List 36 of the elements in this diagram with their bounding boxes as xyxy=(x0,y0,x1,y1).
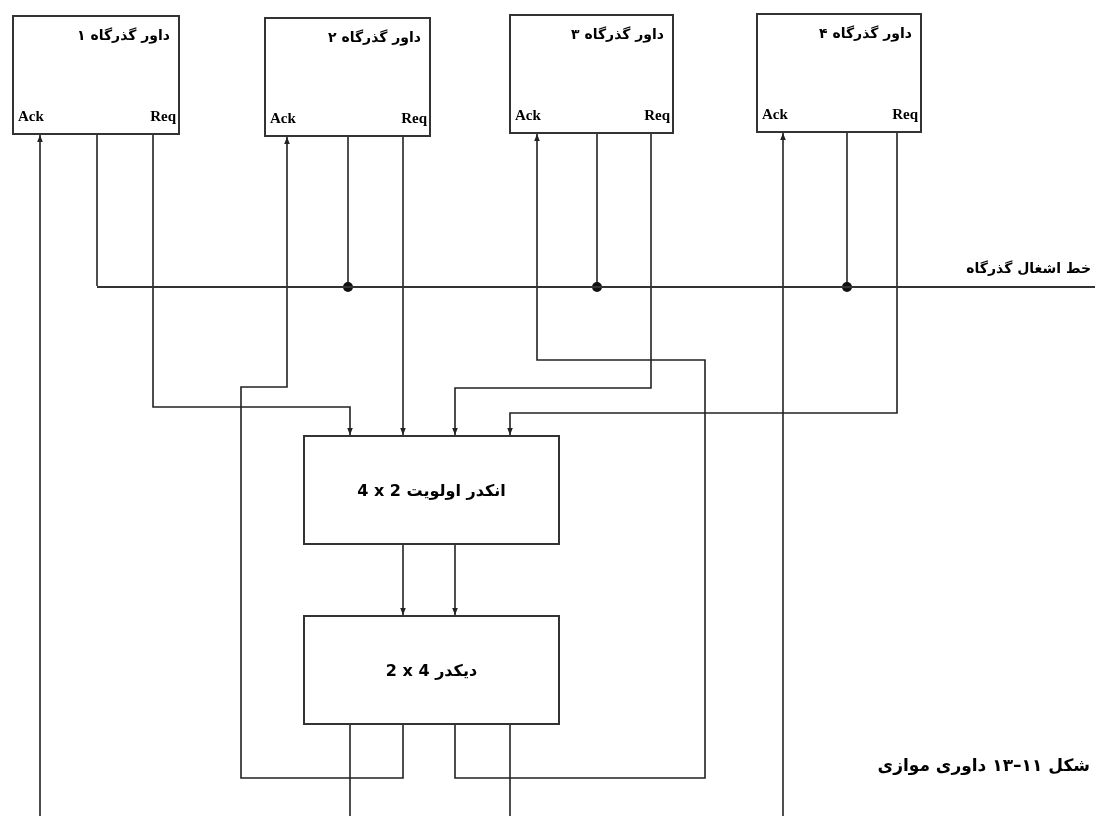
arbiter-box xyxy=(264,17,431,137)
signal-arrow xyxy=(240,136,404,779)
pin-label: Ack xyxy=(762,106,788,123)
box-title: داور گذرگاه ۳ xyxy=(571,26,664,42)
arbiter-box xyxy=(509,14,674,134)
block-label: 4 x 2 انکدر اولویت xyxy=(357,480,506,500)
pin-label: Ack xyxy=(18,108,44,125)
pin-label: Ack xyxy=(515,107,541,124)
signal-arrow xyxy=(452,133,652,436)
arbiter-box xyxy=(12,15,180,135)
box-title: داور گذرگاه ۲ xyxy=(328,29,421,45)
box-title: داور گذرگاه ۱ xyxy=(77,27,170,43)
signal-arrow xyxy=(37,134,43,816)
figure-caption: شکل ۱۱–۱۳ داوری موازی xyxy=(877,755,1090,775)
logic-block xyxy=(303,615,560,725)
signal-arrow xyxy=(400,544,406,616)
pin-label: Req xyxy=(401,110,427,127)
signal-arrow xyxy=(454,133,706,779)
pin-label: Req xyxy=(644,107,670,124)
box-title: داور گذرگاه ۴ xyxy=(819,25,912,41)
bus-line-label: خط اشغال گذرگاه xyxy=(966,260,1091,276)
arbiter-box xyxy=(756,13,922,133)
logic-block xyxy=(303,435,560,545)
bus-line xyxy=(97,286,1095,288)
signal-arrow xyxy=(780,132,786,816)
block-label: 2 x 4 دیکدر xyxy=(385,660,478,680)
signal-arrow xyxy=(452,544,458,616)
signal-arrow xyxy=(152,134,353,436)
signal-line xyxy=(349,724,351,816)
pin-label: Ack xyxy=(270,110,296,127)
signal-arrow xyxy=(400,136,406,436)
signal-line xyxy=(509,724,511,816)
signal-line xyxy=(96,134,98,287)
pin-label: Req xyxy=(892,106,918,123)
pin-label: Req xyxy=(150,108,176,125)
signal-arrow xyxy=(507,132,898,436)
